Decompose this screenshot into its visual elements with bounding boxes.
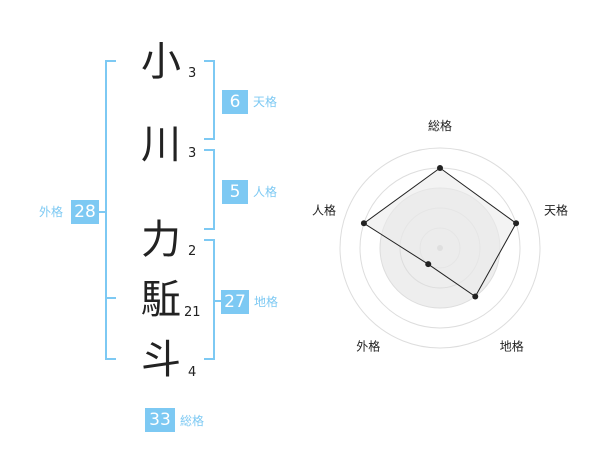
jinkaku-label: 人格 [253,185,278,199]
stroke-count-1: 3 [188,66,197,81]
radar-axis-label-1: 総格 [428,118,452,133]
tenkaku-value-badge: 6 [222,90,248,114]
name-char-1: 小 [141,39,181,85]
stroke-count-2: 3 [188,146,197,161]
radar-axis-label-2: 天格 [544,202,568,217]
radar-axis-label-3: 地格 [500,339,524,354]
tenkaku-label: 天格 [253,95,278,109]
chikaku-bracket [204,239,215,360]
radar-point-5 [360,220,367,227]
name-char-2: 川 [141,122,181,168]
tenkaku-bracket [204,60,215,140]
radar-point-3 [472,293,479,300]
name-char-3: 力 [141,217,181,263]
radar-series-polygon [363,167,517,298]
soukaku-label: 総格 [180,414,205,428]
name-char-4: 駈 [141,277,181,323]
gaikaku-bracket [105,60,116,360]
radar-points [360,165,520,300]
radar-axis-label-4: 外格 [356,339,380,354]
chikaku-label: 地格 [254,295,279,309]
radar-point-2 [513,220,520,227]
stroke-count-4: 21 [184,305,201,320]
stroke-count-5: 4 [188,365,197,380]
jinkaku-value-badge: 5 [222,180,248,204]
gaikaku-label: 外格 [39,205,64,219]
gaikaku-value-badge: 28 [71,200,99,224]
chikaku-value-badge: 27 [221,290,249,314]
stroke-count-3: 2 [188,244,197,259]
name-char-5: 斗 [141,337,181,383]
radar-axis-label-5: 人格 [312,202,336,217]
radar-point-1 [437,165,443,171]
radar-point-4 [425,261,432,268]
soukaku-value-badge: 33 [145,408,175,432]
jinkaku-bracket [204,149,215,230]
